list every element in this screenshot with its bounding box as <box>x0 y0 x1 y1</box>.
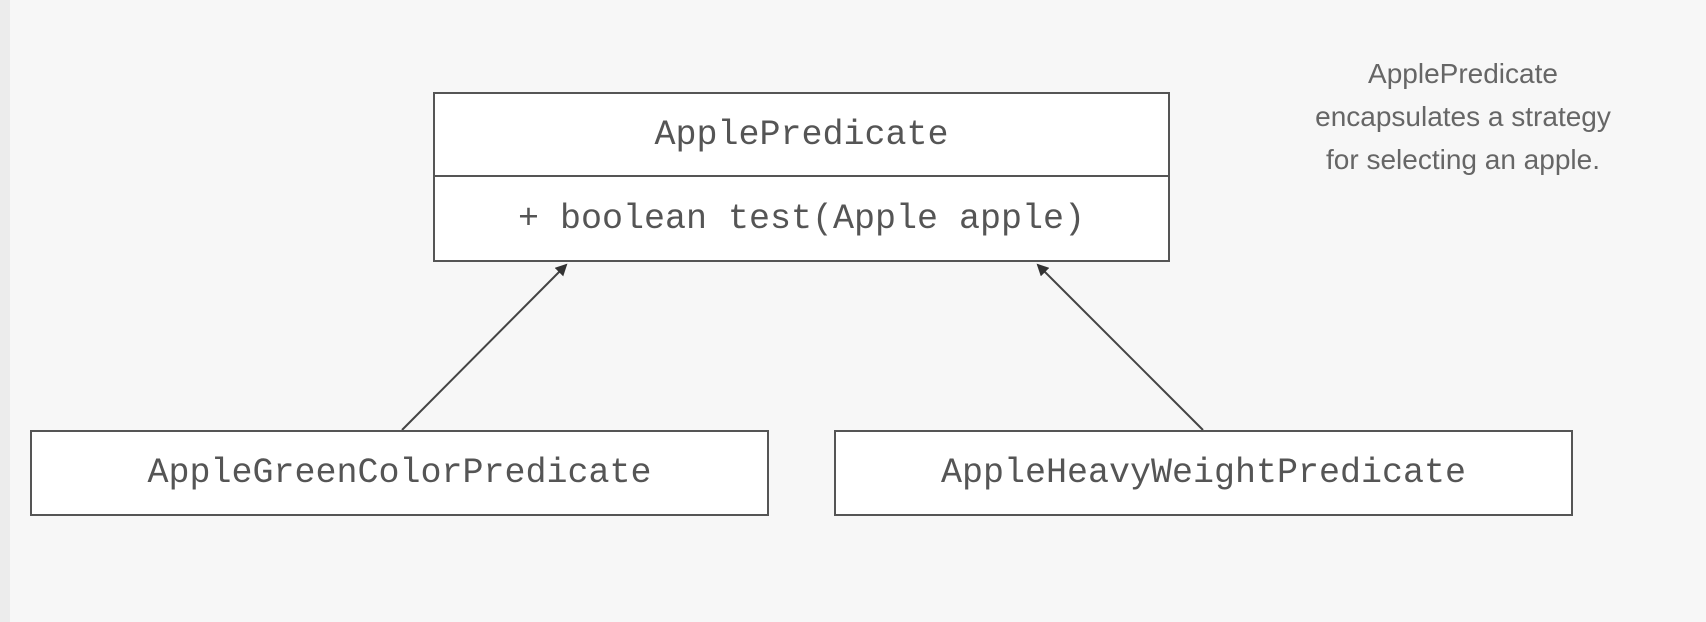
implementation-class-box: AppleHeavyWeightPredicate <box>834 430 1573 516</box>
implementation-name-heavy: AppleHeavyWeightPredicate <box>940 453 1467 493</box>
arrow-heavy-to-interface <box>1036 263 1204 431</box>
interface-name: ApplePredicate <box>435 94 1168 177</box>
implementation-name-green: AppleGreenColorPredicate <box>147 453 652 493</box>
interface-method: + boolean test(Apple apple) <box>517 198 1086 239</box>
strategy-note: ApplePredicate encapsulates a strategy f… <box>1253 52 1673 181</box>
implementation-class-box: AppleGreenColorPredicate <box>30 430 769 516</box>
left-edge-strip <box>0 0 10 622</box>
note-line: for selecting an apple. <box>1326 144 1600 175</box>
note-line: ApplePredicate <box>1368 58 1558 89</box>
arrow-green-to-interface <box>401 263 568 431</box>
note-line: encapsulates a strategy <box>1315 101 1611 132</box>
interface-class-box: ApplePredicate + boolean test(Apple appl… <box>433 92 1170 262</box>
